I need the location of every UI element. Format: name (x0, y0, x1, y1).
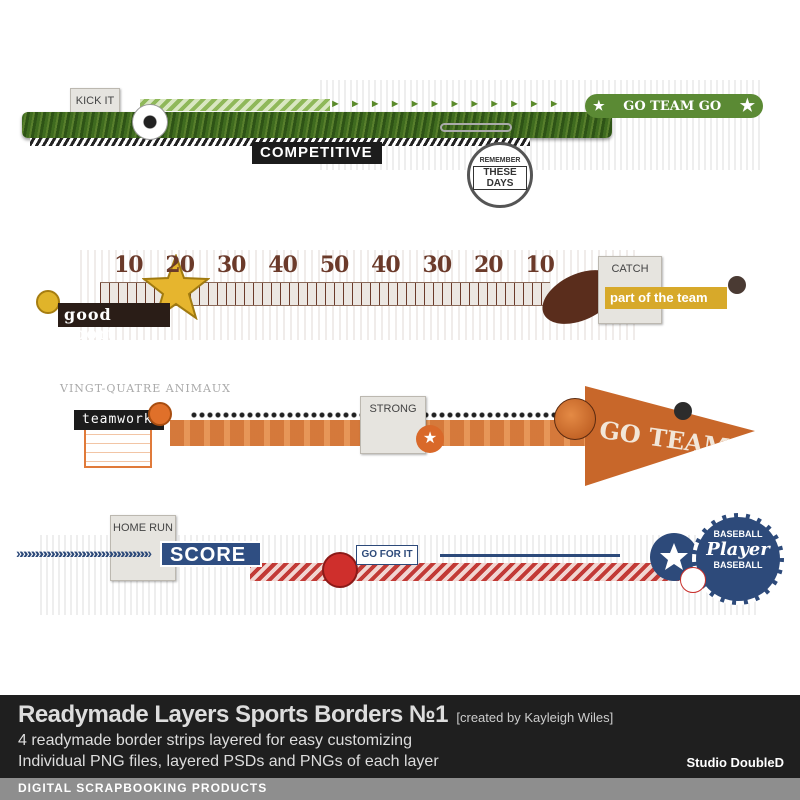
journal-card (84, 424, 152, 468)
brown-button-icon (728, 276, 746, 294)
star-button-icon: ★ (416, 425, 444, 453)
border-strip-basketball: VINGT-QUATRE ANIMAUX teamwork STRONG ★ G… (20, 370, 780, 500)
baseball-icon (680, 567, 706, 593)
arrow-trim: ►►►►►►►►►►►► (330, 98, 569, 110)
orange-button-icon (148, 402, 172, 426)
product-title: Readymade Layers Sports Borders №1 (18, 701, 448, 728)
seal-main-text: Player (706, 539, 770, 560)
yard-number: 30 (216, 252, 247, 278)
go-team-pennant: GO TEAM (585, 386, 755, 486)
yard-number: 40 (268, 252, 298, 278)
go-for-it-label: GO FOR IT (356, 545, 418, 565)
star-icon: ★ (739, 96, 755, 116)
yellow-button-icon (36, 290, 60, 314)
yard-number: 10 (114, 252, 144, 278)
pennant-text: GO TEAM (597, 415, 732, 462)
basketball-icon (554, 398, 596, 440)
yard-number: 40 (371, 252, 401, 278)
these-days-charm: REMEMBER THESE DAYS (467, 142, 533, 208)
part-of-the-team-banner: part of the team (605, 287, 727, 309)
product-info-bar: Readymade Layers Sports Borders №1 [crea… (0, 695, 800, 778)
go-team-go-badge: ★ GO TEAM GO ★ (585, 94, 763, 118)
safety-pin-icon (440, 123, 512, 132)
competitive-label: COMPETITIVE (252, 142, 382, 164)
yard-number: 20 (473, 252, 504, 278)
green-stripe-ribbon (140, 99, 330, 111)
tag-text: KICK IT (75, 95, 115, 107)
brand-name: Studio DoubleD (686, 755, 785, 770)
tag-text: STRONG (369, 403, 417, 415)
tag-text: HOME RUN (113, 522, 173, 534)
star-icon: ★ (593, 98, 605, 114)
category-label: DIGITAL SCRAPBOOKING PRODUCTS (18, 781, 268, 795)
charm-main-text: THESE DAYS (473, 166, 527, 190)
arrow-icon (440, 554, 620, 557)
home-run-tag: HOME RUN (110, 515, 176, 581)
grass-strip (22, 112, 612, 138)
yard-number: 20 (165, 252, 195, 278)
badge-text: GO TEAM GO (623, 98, 722, 114)
yard-number: 30 (422, 252, 453, 278)
baseball-player-seal: BASEBALL Player BASEBALL (692, 513, 784, 605)
strong-tag: STRONG (360, 396, 426, 454)
seal-top-text: BASEBALL (713, 529, 763, 539)
description-line-2: Individual PNG files, layered PSDs and P… (18, 753, 439, 770)
seal-bottom-text: BASEBALL (713, 560, 763, 570)
border-strip-football: 10 20 30 40 50 40 30 20 10 good sport CA… (20, 240, 780, 360)
title-row: Readymade Layers Sports Borders №1 [crea… (18, 701, 613, 729)
border-strip-soccer: ►►►►►►►►►►►► KICK IT COMPETITIVE REMEMBE… (20, 80, 780, 220)
background-text: VINGT-QUATRE ANIMAUX (60, 382, 231, 395)
good-sport-label: good sport (58, 303, 170, 343)
description-line-1: 4 readymade border strips layered for ea… (18, 732, 412, 749)
tag-text: CATCH (611, 263, 649, 275)
dark-button-icon (674, 402, 692, 420)
yard-number: 50 (319, 252, 350, 278)
yard-number: 10 (525, 252, 555, 278)
category-bar: DIGITAL SCRAPBOOKING PRODUCTS (0, 778, 800, 800)
star-doodle-icon (142, 254, 210, 320)
charm-top-text: REMEMBER (479, 157, 521, 164)
creator-credit: [created by Kayleigh Wiles] (456, 710, 614, 725)
score-label: SCORE (160, 541, 262, 567)
red-button-icon (322, 552, 358, 588)
soccer-ball-icon (132, 104, 168, 140)
chevron-trim: »»»»»»»»»»»»»»»»»»»»»»»»»»»»»»»»»» (16, 545, 152, 561)
teamwork-label: teamwork (74, 410, 164, 430)
yard-numbers: 10 20 30 40 50 40 30 20 10 (114, 252, 555, 278)
red-stripe-ribbon (250, 563, 690, 581)
border-strip-baseball: HOME RUN »»»»»»»»»»»»»»»»»»»»»»»»»»»»»»»… (10, 505, 790, 655)
